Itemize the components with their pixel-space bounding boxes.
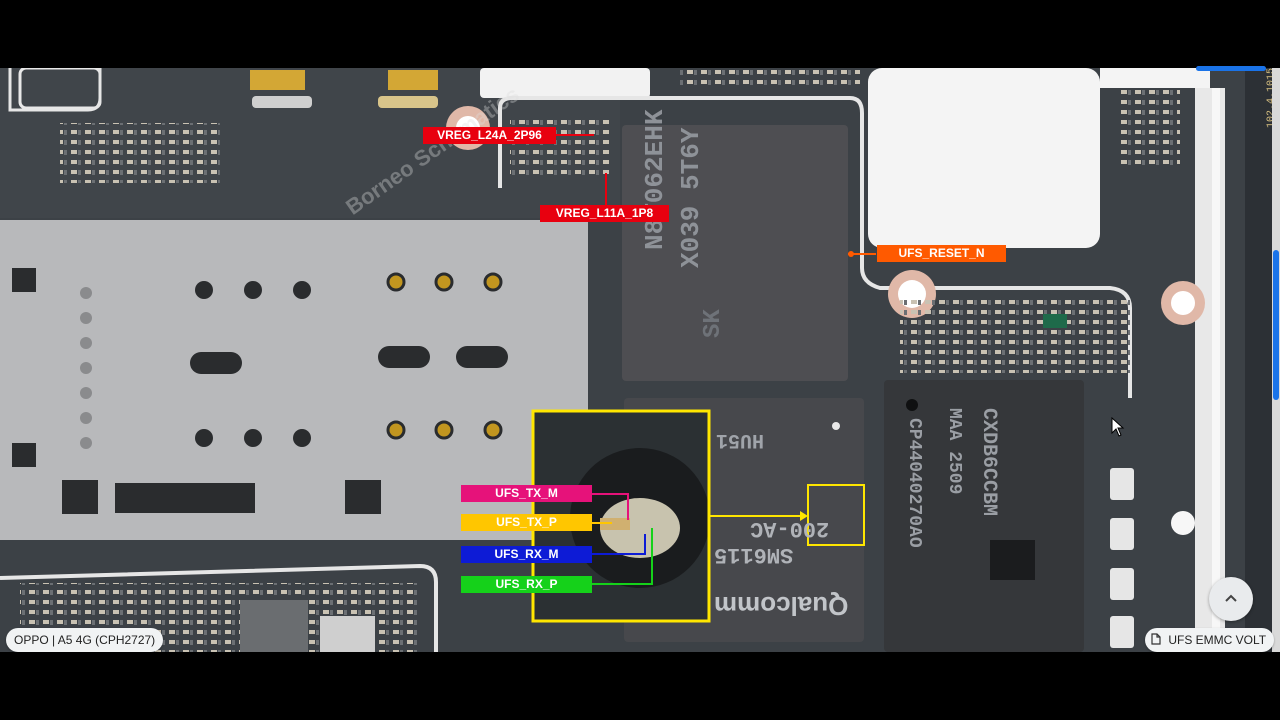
ufs-tx-p-label: UFS_TX_P (461, 514, 592, 531)
ram-marking-3: CP44040270AO (904, 418, 924, 548)
scroll-to-top-button[interactable] (1209, 577, 1253, 621)
ufs-rx-m-label: UFS_RX_M (461, 546, 592, 563)
doc-label: UFS EMMC VOLT (1168, 633, 1267, 647)
device-info-pill: OPPO | A5 4G (CPH2727) (6, 628, 164, 652)
soc-brand: Qualcomm (714, 591, 849, 621)
soc-marking-1: SM6115 (714, 542, 794, 567)
pcb-image: N8T062EHK X039 5T6Y SK HU51 SM6115 200-A… (0, 68, 1280, 652)
document-icon (1151, 629, 1161, 653)
top-accent-bar (1196, 66, 1266, 71)
ram-marking-1: CXDB6CCBM (977, 408, 1000, 517)
soc-marking-2: 200-AC (750, 516, 830, 541)
ram-marking-2: MAA 2509 (944, 408, 964, 495)
soc-top-marking: HU51 (716, 428, 765, 451)
ufs-reset-label: UFS_RESET_N (877, 245, 1006, 262)
ufs-tx-m-label: UFS_TX_M (461, 485, 592, 502)
chevron-up-icon (1224, 590, 1238, 608)
memory-chip-prefix: SK (700, 309, 727, 338)
scrollbar-thumb[interactable] (1273, 250, 1279, 400)
memory-chip-marking-1: N8T062EHK (640, 109, 670, 250)
vreg-l11a-label: VREG_L11A_1P8 (540, 205, 669, 222)
ufs-rx-p-label: UFS_RX_P (461, 576, 592, 593)
mouse-pointer-icon (1111, 416, 1125, 442)
memory-chip-marking-2: X039 5T6Y (676, 127, 706, 268)
device-name: OPPO | A5 4G (CPH2727) (14, 633, 156, 647)
doc-label-pill[interactable]: UFS EMMC VOLT (1145, 628, 1275, 653)
vreg-l24a-label: VREG_L24A_2P96 (423, 127, 556, 144)
